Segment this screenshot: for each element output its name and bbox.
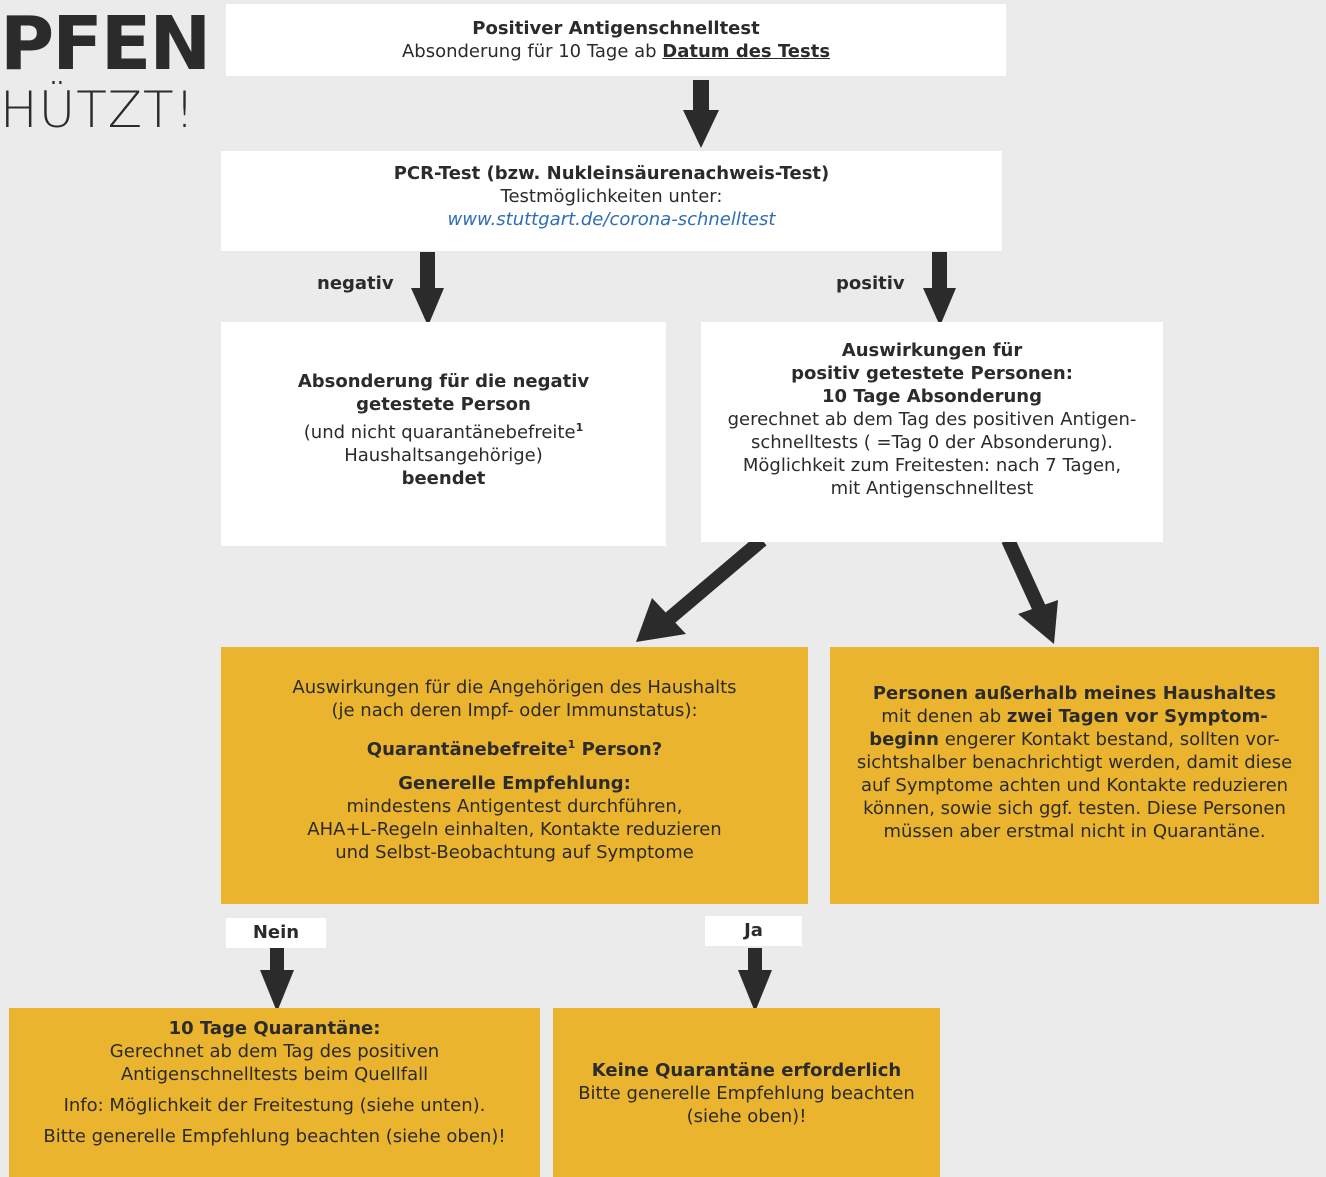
negative-title-1: Absonderung für die negativ bbox=[297, 371, 590, 392]
arrow-pcr-to-negative bbox=[411, 252, 444, 326]
box-quarantine: 10 Tage Quarantäne: Gerechnet ab dem Tag… bbox=[9, 1008, 540, 1177]
box-negative-result: Absonderung für die negativ getestete Pe… bbox=[221, 322, 666, 546]
label-negativ: negativ bbox=[317, 273, 394, 294]
household-question: Quarantänebefreite1 Person? bbox=[221, 733, 808, 761]
antigen-text-main: Absonderung für 10 Tage ab bbox=[401, 41, 663, 62]
positive-text-4: mit Antigenschnelltest bbox=[830, 478, 1034, 499]
arrow-positive-to-outside-shaft bbox=[1001, 537, 1047, 613]
arrow-household-to-quarantine bbox=[260, 948, 294, 1012]
arrow-household-to-noquarantine bbox=[738, 948, 772, 1012]
household-text-2: (je nach deren Impf- oder Immunstatus): bbox=[331, 700, 698, 721]
quarantine-note: Bitte generelle Empfehlung beachten (sie… bbox=[43, 1126, 506, 1147]
arrow-antigen-to-pcr bbox=[683, 80, 719, 148]
label-positiv: positiv bbox=[836, 273, 905, 294]
arrow-positive-to-outside-head bbox=[1018, 600, 1058, 644]
outside-line-3: sichtshalber benachrichtigt werden, dami… bbox=[856, 752, 1293, 773]
positive-text-1: gerechnet ab dem Tag des positiven Antig… bbox=[727, 409, 1137, 430]
outside-line-1-b: zwei Tagen vor Symptom- bbox=[1006, 706, 1268, 727]
pcr-text: Testmöglichkeiten unter: bbox=[500, 186, 723, 207]
arrow-positive-to-household-shaft bbox=[665, 534, 767, 624]
negative-end: beendet bbox=[401, 468, 486, 489]
box-outside-household: Personen außerhalb meines Haushaltes mit… bbox=[830, 647, 1319, 904]
outside-line-1-a: mit denen ab bbox=[881, 706, 1007, 727]
household-text-1: Auswirkungen für die Angehörigen des Hau… bbox=[292, 677, 737, 698]
box-positive-antigen-test: Positiver Antigenschnelltest Absonderung… bbox=[226, 4, 1006, 76]
box-no-quarantine: Keine Quarantäne erforderlich Bitte gene… bbox=[553, 1008, 940, 1177]
household-rec-1: mindestens Antigentest durchführen, bbox=[346, 796, 683, 817]
positive-text-3: Möglichkeit zum Freitesten: nach 7 Tagen… bbox=[742, 455, 1122, 476]
outside-line-6: müssen aber erstmal nicht in Quarantäne. bbox=[883, 821, 1266, 842]
quarantine-text-1: Gerechnet ab dem Tag des positiven bbox=[109, 1041, 440, 1062]
household-question-end: Person? bbox=[575, 739, 663, 760]
negative-title-2: getestete Person bbox=[356, 394, 531, 415]
quarantine-title: 10 Tage Quarantäne: bbox=[168, 1018, 381, 1039]
antigen-text: Absonderung für 10 Tage ab Datum des Tes… bbox=[226, 40, 1006, 63]
negative-text-1: (und nicht quarantänebefreite1 bbox=[221, 416, 666, 444]
outside-line-1: mit denen ab zwei Tagen vor Symptom- bbox=[830, 705, 1319, 728]
label-ja: Ja bbox=[705, 916, 802, 946]
pcr-link[interactable]: www.stuttgart.de/corona-schnelltest bbox=[447, 209, 776, 230]
household-question-main: Quarantänebefreite bbox=[366, 739, 568, 760]
outside-line-2-a: beginn bbox=[869, 729, 939, 750]
label-nein: Nein bbox=[226, 918, 326, 948]
positive-title-3: 10 Tage Absonderung bbox=[822, 386, 1042, 407]
footnote-marker: 1 bbox=[575, 421, 584, 434]
positive-text-2: schnelltests ( =Tag 0 der Absonderung). bbox=[750, 432, 1114, 453]
outside-line-2-b: engerer Kontakt bestand, sollten vor- bbox=[938, 729, 1280, 750]
noquarantine-text-1: Bitte generelle Empfehlung beachten bbox=[578, 1083, 915, 1104]
household-rec-2: AHA+L-Regeln einhalten, Kontakte reduzie… bbox=[307, 819, 722, 840]
noquarantine-title: Keine Quarantäne erforderlich bbox=[591, 1060, 902, 1081]
positive-title-2: positiv getestete Personen: bbox=[791, 363, 1073, 384]
arrow-pcr-to-positive bbox=[923, 252, 956, 326]
box-pcr-test: PCR-Test (bzw. Nukleinsäurenachweis-Test… bbox=[221, 151, 1002, 251]
outside-line-4: auf Symptome achten und Kontakte reduzie… bbox=[860, 775, 1289, 796]
logo-text-top: PFEN bbox=[0, 1, 211, 87]
negative-text-1-main: (und nicht quarantänebefreite bbox=[303, 422, 576, 443]
noquarantine-text-2: (siehe oben)! bbox=[686, 1106, 807, 1127]
arrow-positive-to-household-head bbox=[636, 598, 686, 642]
outside-line-2: beginn engerer Kontakt bestand, sollten … bbox=[830, 728, 1319, 751]
negative-text-2: Haushaltsangehörige) bbox=[344, 445, 543, 466]
antigen-title: Positiver Antigenschnelltest bbox=[472, 18, 760, 39]
outside-line-5: können, sowie sich ggf. testen. Diese Pe… bbox=[863, 798, 1286, 819]
pcr-title: PCR-Test (bzw. Nukleinsäurenachweis-Test… bbox=[393, 163, 830, 184]
household-rec-3: und Selbst-Beobachtung auf Symptome bbox=[335, 842, 694, 863]
outside-title: Personen außerhalb meines Haushaltes bbox=[872, 683, 1277, 704]
box-positive-result: Auswirkungen für positiv getestete Perso… bbox=[701, 322, 1163, 542]
antigen-text-emphasis: Datum des Tests bbox=[662, 41, 831, 62]
household-rec-title: Generelle Empfehlung: bbox=[398, 773, 631, 794]
quarantine-text-2: Antigenschnelltests beim Quellfall bbox=[120, 1064, 429, 1085]
box-household-members: Auswirkungen für die Angehörigen des Hau… bbox=[221, 647, 808, 904]
logo-text-bottom: HÜTZT! bbox=[0, 81, 196, 139]
quarantine-info: Info: Möglichkeit der Freitestung (siehe… bbox=[63, 1095, 486, 1116]
household-footnote-marker: 1 bbox=[567, 738, 576, 751]
positive-title-1: Auswirkungen für bbox=[841, 340, 1023, 361]
